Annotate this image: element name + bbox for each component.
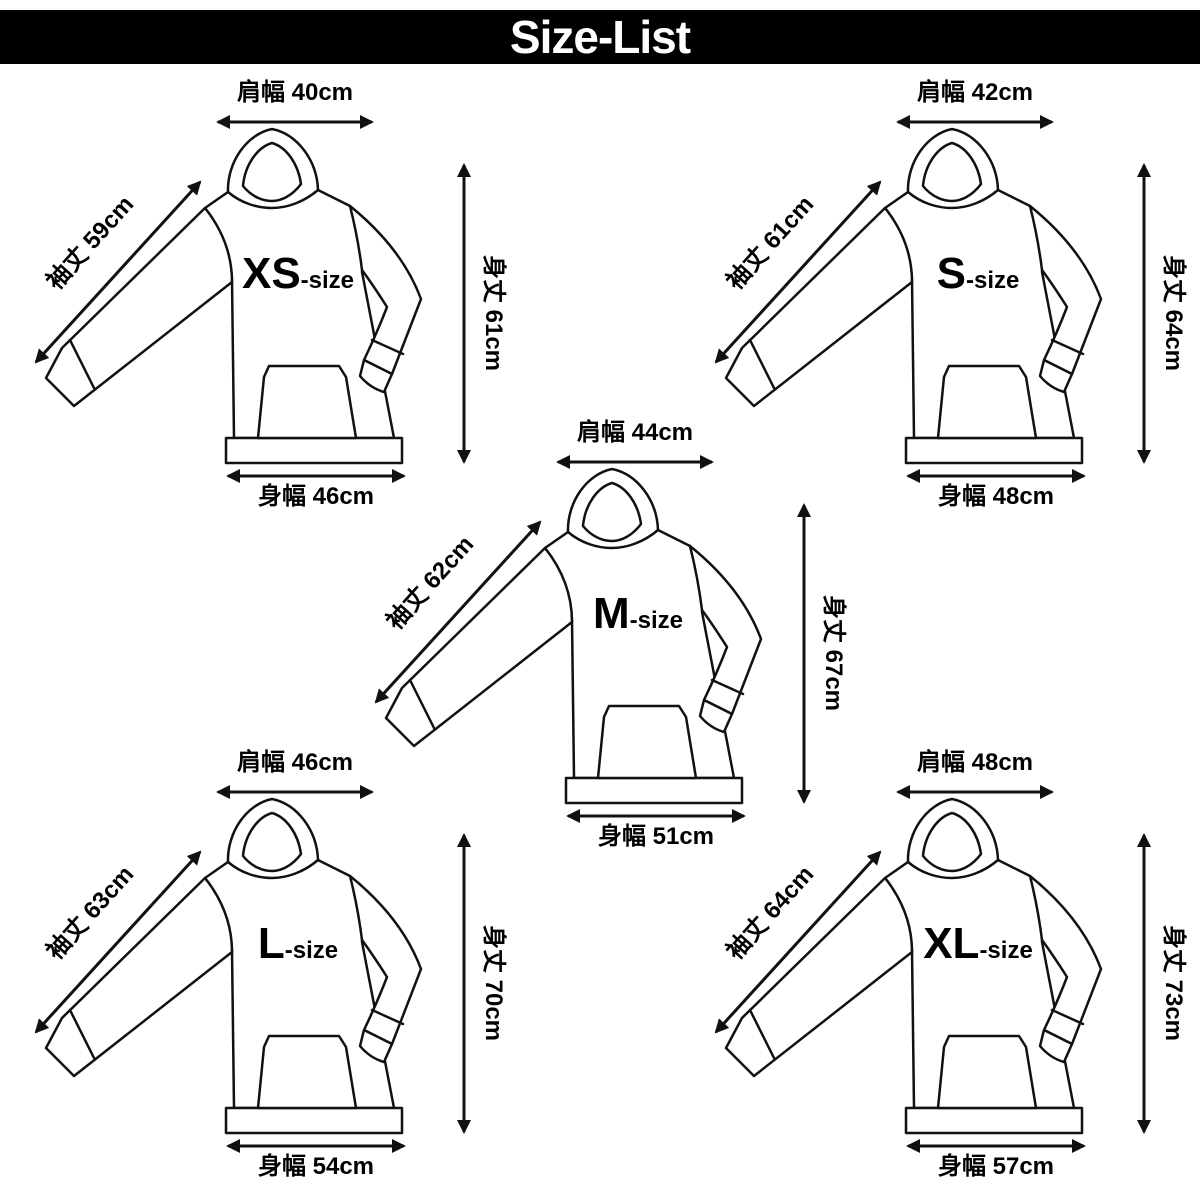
- sleeve-length-arrow: [34, 850, 202, 1034]
- size-panel-xl: 肩幅 48cm 袖丈 64cm 身丈 73cm 身幅 57cm XL-size: [700, 740, 1188, 1180]
- shoulder-width-label: 肩幅 48cm: [917, 748, 1033, 776]
- size-panel-m: 肩幅 44cm 袖丈 62cm 身丈 67cm 身幅 51cm M-size: [360, 410, 848, 850]
- size-panel-l: 肩幅 46cm 袖丈 63cm 身丈 70cm 身幅 54cm L-size: [20, 740, 508, 1180]
- size-name: XS-size: [242, 249, 354, 298]
- hoodie-diagram-m: 肩幅 44cm 袖丈 62cm 身丈 67cm 身幅 51cm M-size: [374, 418, 848, 850]
- sleeve-length-label: 袖丈 63cm: [41, 860, 139, 965]
- size-name: M-size: [593, 589, 683, 638]
- hoodie-drawing: [724, 797, 1103, 1135]
- size-name: XL-size: [923, 919, 1033, 968]
- size-panel-xs: 肩幅 40cm 袖丈 59cm 身丈 61cm 身幅 46cm XS-size: [20, 70, 508, 510]
- sleeve-length-label: 袖丈 59cm: [41, 190, 139, 295]
- hoodie-diagram-xs: 肩幅 40cm 袖丈 59cm 身丈 61cm 身幅 46cm XS-size: [34, 78, 508, 510]
- size-name: S-size: [937, 249, 1020, 298]
- title-bar: Size-List: [0, 10, 1200, 64]
- body-width-label: 身幅 46cm: [258, 482, 374, 510]
- body-width-label: 身幅 48cm: [938, 482, 1054, 510]
- size-panel-s: 肩幅 42cm 袖丈 61cm 身丈 64cm 身幅 48cm S-size: [700, 70, 1188, 510]
- hoodie-diagram-l: 肩幅 46cm 袖丈 63cm 身丈 70cm 身幅 54cm L-size: [34, 748, 508, 1180]
- sleeve-length-arrow: [374, 520, 542, 704]
- sleeve-length-label: 袖丈 64cm: [721, 860, 819, 965]
- hoodie-diagram-xl: 肩幅 48cm 袖丈 64cm 身丈 73cm 身幅 57cm XL-size: [714, 748, 1188, 1180]
- body-length-label: 身丈 73cm: [1160, 925, 1188, 1041]
- body-width-label: 身幅 57cm: [938, 1152, 1054, 1180]
- sleeve-length-arrow: [714, 850, 882, 1034]
- shoulder-width-label: 肩幅 44cm: [577, 418, 693, 446]
- shoulder-width-label: 肩幅 42cm: [917, 78, 1033, 106]
- sleeve-length-label: 袖丈 62cm: [381, 530, 479, 635]
- hoodie-diagram-s: 肩幅 42cm 袖丈 61cm 身丈 64cm 身幅 48cm S-size: [714, 78, 1188, 510]
- body-width-label: 身幅 54cm: [258, 1152, 374, 1180]
- shoulder-width-label: 肩幅 46cm: [237, 748, 353, 776]
- sleeve-length-label: 袖丈 61cm: [721, 190, 819, 295]
- page-title: Size-List: [509, 11, 691, 63]
- sleeve-length-arrow: [34, 180, 202, 364]
- sleeve-length-arrow: [714, 180, 882, 364]
- body-length-label: 身丈 61cm: [480, 255, 508, 371]
- body-length-label: 身丈 70cm: [480, 925, 508, 1041]
- shoulder-width-label: 肩幅 40cm: [237, 78, 353, 106]
- hoodie-drawing: [44, 797, 423, 1135]
- size-name: L-size: [258, 919, 338, 968]
- body-length-label: 身丈 64cm: [1160, 255, 1188, 371]
- body-width-label: 身幅 51cm: [598, 822, 714, 850]
- body-length-label: 身丈 67cm: [820, 595, 848, 711]
